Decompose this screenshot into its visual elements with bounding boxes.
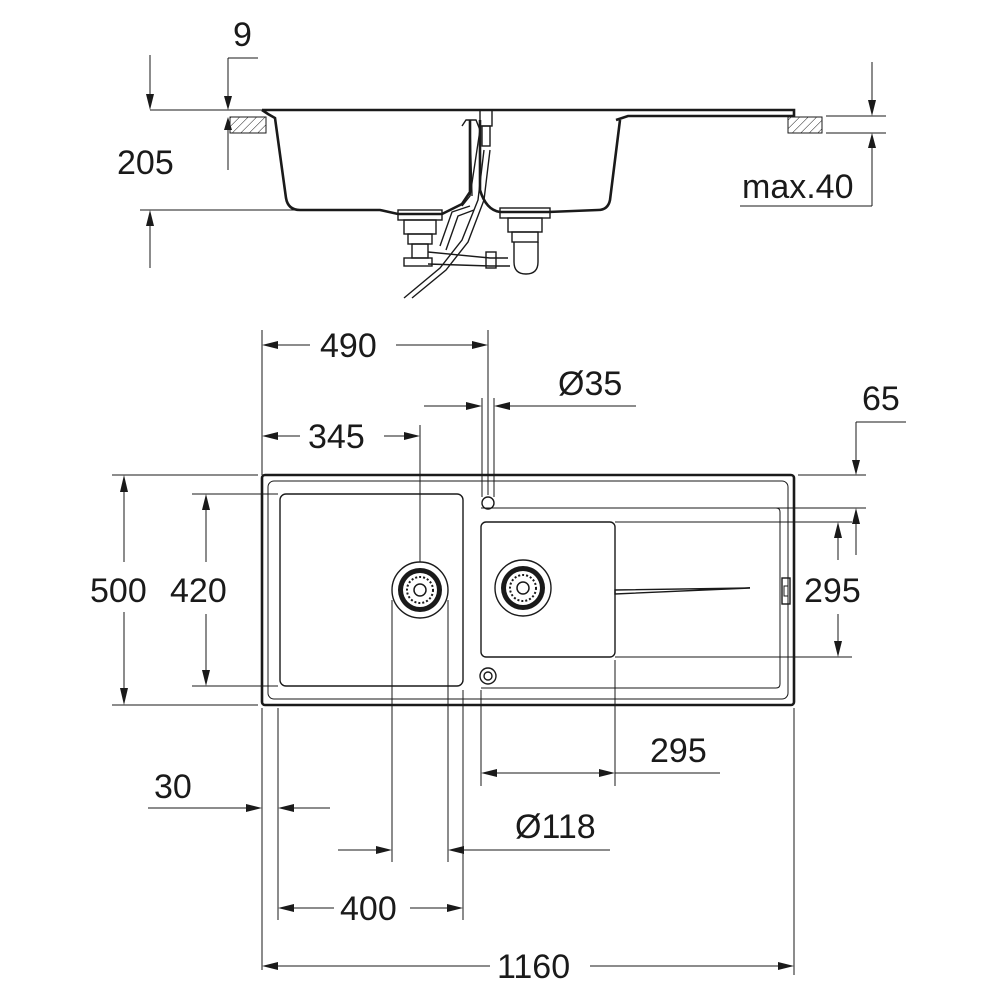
- label-bowl-depth: 420: [170, 572, 227, 610]
- label-bowl-depth-side: 205: [117, 144, 174, 182]
- dimension-drain-diameter: [338, 600, 610, 862]
- left-bowl-profile: [261, 108, 472, 216]
- counter-hatch-right: [787, 116, 823, 134]
- dimension-rim-thickness: [150, 57, 262, 170]
- dimension-overall-width: [262, 708, 795, 975]
- label-counter-max: max.40: [742, 168, 854, 206]
- dimension-drain-offset: [262, 425, 421, 562]
- dimension-right-bowl-depth: [834, 522, 842, 657]
- tap-connector: [479, 109, 493, 127]
- dimension-overall-depth: [112, 474, 258, 706]
- left-bowl: [279, 493, 464, 687]
- dimension-left-section-width: [261, 330, 489, 495]
- dimension-edge-offset: [148, 708, 330, 970]
- label-right-bowl-width: 295: [650, 732, 707, 770]
- tap-hole: [481, 496, 495, 510]
- label-right-bowl-depth: 295: [804, 572, 861, 610]
- dimension-right-bowl-width: [480, 660, 720, 786]
- right-bowl-profile: [478, 119, 622, 214]
- label-tap-hole: Ø35: [558, 365, 622, 403]
- dimension-counter-max: [740, 62, 886, 207]
- label-overall-depth: 500: [90, 572, 147, 610]
- dimension-bowl-depth: [192, 493, 278, 687]
- label-overall-width: 1160: [497, 948, 570, 986]
- pop-up-cable: [403, 149, 485, 299]
- dimension-tap-hole: [424, 398, 636, 497]
- dimension-bowl-depth-side: [140, 55, 380, 268]
- label-left-section-width: 490: [320, 327, 377, 365]
- right-drain: [494, 559, 552, 617]
- dimension-rim-offset: [640, 421, 906, 555]
- label-rim-offset: 65: [862, 380, 900, 418]
- label-rim-thickness: 9: [233, 16, 252, 54]
- counter-hatch-left: [229, 116, 267, 134]
- dimension-bowl-width: [278, 690, 464, 920]
- drainboard-groove: [614, 587, 751, 595]
- label-drain-diameter: Ø118: [515, 808, 596, 846]
- sink-rim: [262, 108, 796, 122]
- sink-outline: [260, 473, 796, 707]
- left-drain: [391, 561, 449, 619]
- top-view: 490 Ø35 345 65: [90, 327, 906, 986]
- label-edge-offset: 30: [154, 768, 192, 806]
- overflow-slot: [781, 577, 791, 605]
- label-drain-offset: 345: [308, 418, 365, 456]
- pop-up-knob: [479, 667, 497, 685]
- overflow-tube: [461, 119, 481, 207]
- side-view: 9 205 max.40: [117, 16, 886, 299]
- waste-siphon: [403, 205, 539, 275]
- label-bowl-width: 400: [340, 890, 397, 928]
